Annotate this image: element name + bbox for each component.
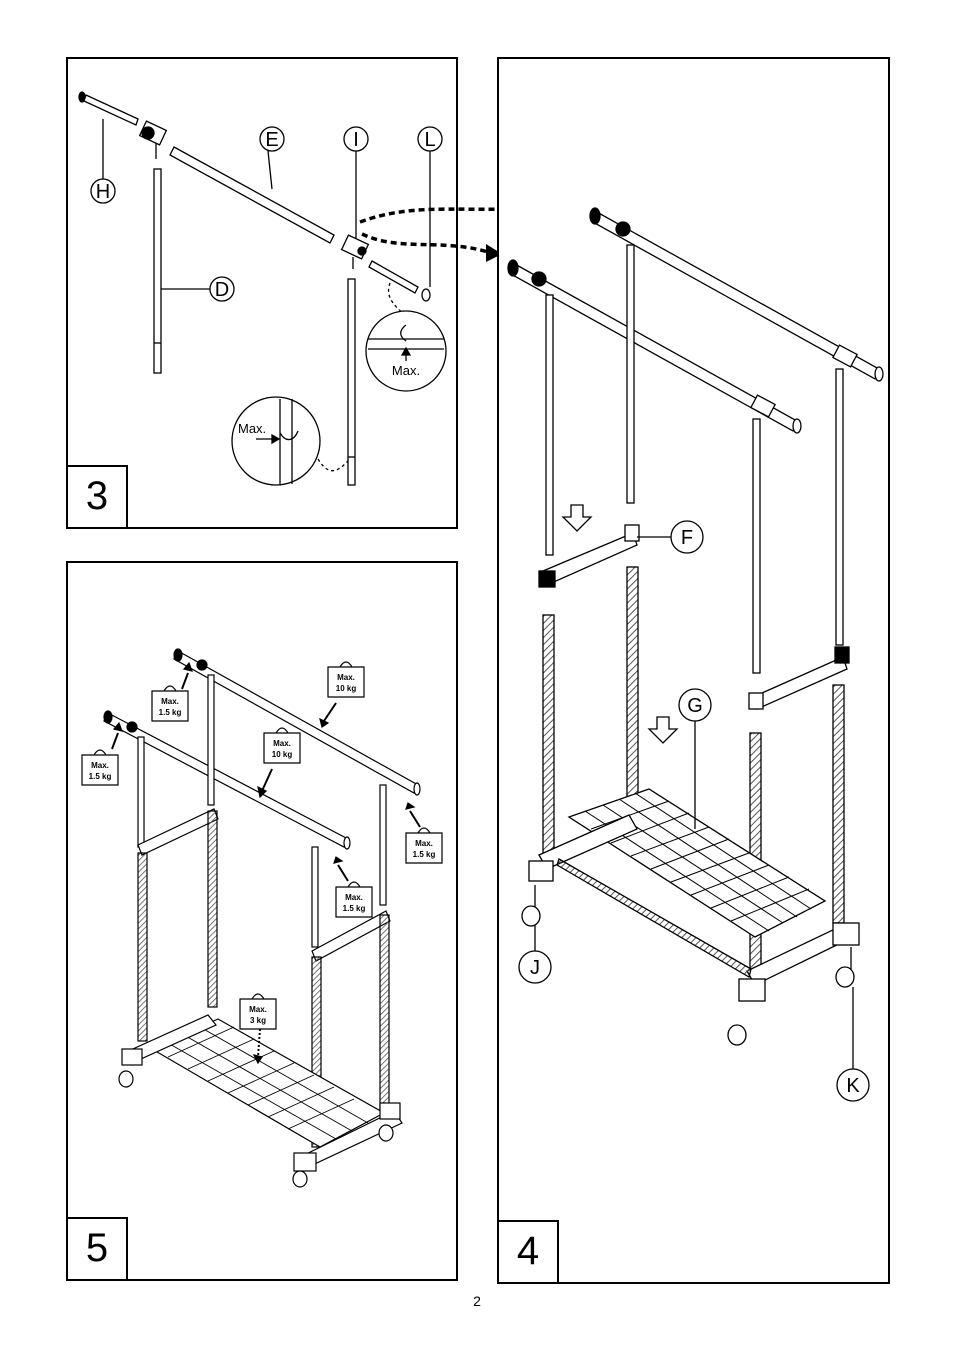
step-5-panel: Max. 1.5 kg Max. 1.5 kg Max. 1.5 kg Max.… [66, 561, 458, 1281]
pole-d-right [347, 278, 356, 486]
step-3-number: 3 [66, 465, 128, 529]
weight-front-center-l2: 10 kg [272, 750, 293, 759]
weight-front-left-l2: 1.5 kg [89, 772, 112, 781]
weight-tag-front-right [335, 881, 373, 918]
label-circle-e [259, 126, 285, 152]
side-crossbar-f-left [542, 532, 638, 586]
lower-pole-front-left [542, 614, 555, 856]
label-circle-g [678, 688, 712, 722]
upper-pole-back-left [626, 244, 635, 504]
label-d: D [215, 279, 229, 301]
weight-back-left-l1: Max. [161, 697, 179, 706]
weight-tag-front-center [263, 727, 301, 764]
label-l: L [424, 129, 435, 151]
down-arrow-upper [561, 504, 593, 532]
weight-front-center-l1: Max. [273, 739, 291, 748]
upper-pole-front-left [545, 294, 554, 556]
max-label-right: Max. [392, 363, 420, 378]
label-circle-f [670, 520, 704, 554]
step-5-number: 5 [66, 1217, 128, 1281]
step-5-illustration: Max. 1.5 kg Max. 1.5 kg Max. 1.5 kg Max.… [81, 648, 443, 1188]
weight-back-left-l2: 1.5 kg [159, 708, 182, 717]
upper-pole-front-right [752, 418, 761, 674]
label-circle-j [518, 950, 552, 984]
upper-pole-back-right [835, 368, 844, 646]
label-h: H [96, 181, 110, 203]
lower-pole-back-left [626, 566, 639, 798]
arrow-weight-back-right [409, 810, 421, 828]
label-e: E [265, 129, 278, 151]
step-4-number: 4 [497, 1220, 559, 1284]
weight-tag-front-left [81, 749, 119, 786]
label-circle-h [90, 178, 116, 204]
pole-d-left [153, 168, 162, 374]
weight-tag-back-right [405, 827, 443, 864]
weight-back-center-l1: Max. [337, 673, 355, 682]
label-j: J [530, 957, 540, 979]
arrow-weight-front-left [111, 732, 119, 750]
weight-back-right-l1: Max. [415, 839, 433, 848]
weight-front-right-l2: 1.5 kg [343, 904, 366, 913]
arrow-weight-back-left [181, 672, 189, 690]
weight-shelf-l2: 3 kg [250, 1016, 266, 1025]
label-k: K [846, 1075, 860, 1097]
long-rod-e [169, 146, 335, 244]
label-circle-i [343, 126, 369, 152]
arrow-weight-shelf [257, 1028, 261, 1058]
weight-shelf-l1: Max. [249, 1005, 267, 1014]
step-3-illustration: H E I L D Max. Max. [78, 91, 447, 486]
arrow-weight-back-center [323, 702, 337, 722]
page-number: 2 [473, 1293, 481, 1309]
caster-front-right [727, 1024, 747, 1046]
caster-k [835, 966, 855, 988]
step-4-panel: F G J K 4 [497, 57, 890, 1284]
arrow-weight-front-right [337, 864, 349, 882]
weight-back-center-l2: 10 kg [336, 684, 357, 693]
wire-shelf-g [567, 788, 827, 938]
short-rod-h [83, 94, 139, 126]
arrow-weight-front-center [261, 768, 273, 792]
weight-front-left-l1: Max. [91, 761, 109, 770]
step-3-panel: H E I L D Max. Max. 3 [66, 57, 458, 529]
label-circle-d [209, 276, 235, 302]
label-circle-k [836, 1068, 870, 1102]
weight-tag-shelf [239, 993, 277, 1030]
label-i: I [353, 129, 359, 151]
lower-pole-back-right [832, 684, 845, 924]
short-rod-l [368, 260, 419, 294]
weight-back-right-l2: 1.5 kg [413, 850, 436, 859]
label-f: F [681, 527, 693, 549]
max-label-left: Max. [238, 421, 266, 436]
step-4-illustration: F G J K [507, 207, 884, 1102]
label-circle-l [417, 126, 443, 152]
end-cap-l [421, 288, 431, 302]
down-arrow-lower [647, 716, 679, 744]
weight-tag-back-center [327, 661, 365, 698]
caster-j [521, 905, 541, 927]
weight-front-right-l1: Max. [345, 893, 363, 902]
label-g: G [687, 695, 703, 717]
weight-tag-back-left [151, 685, 189, 722]
